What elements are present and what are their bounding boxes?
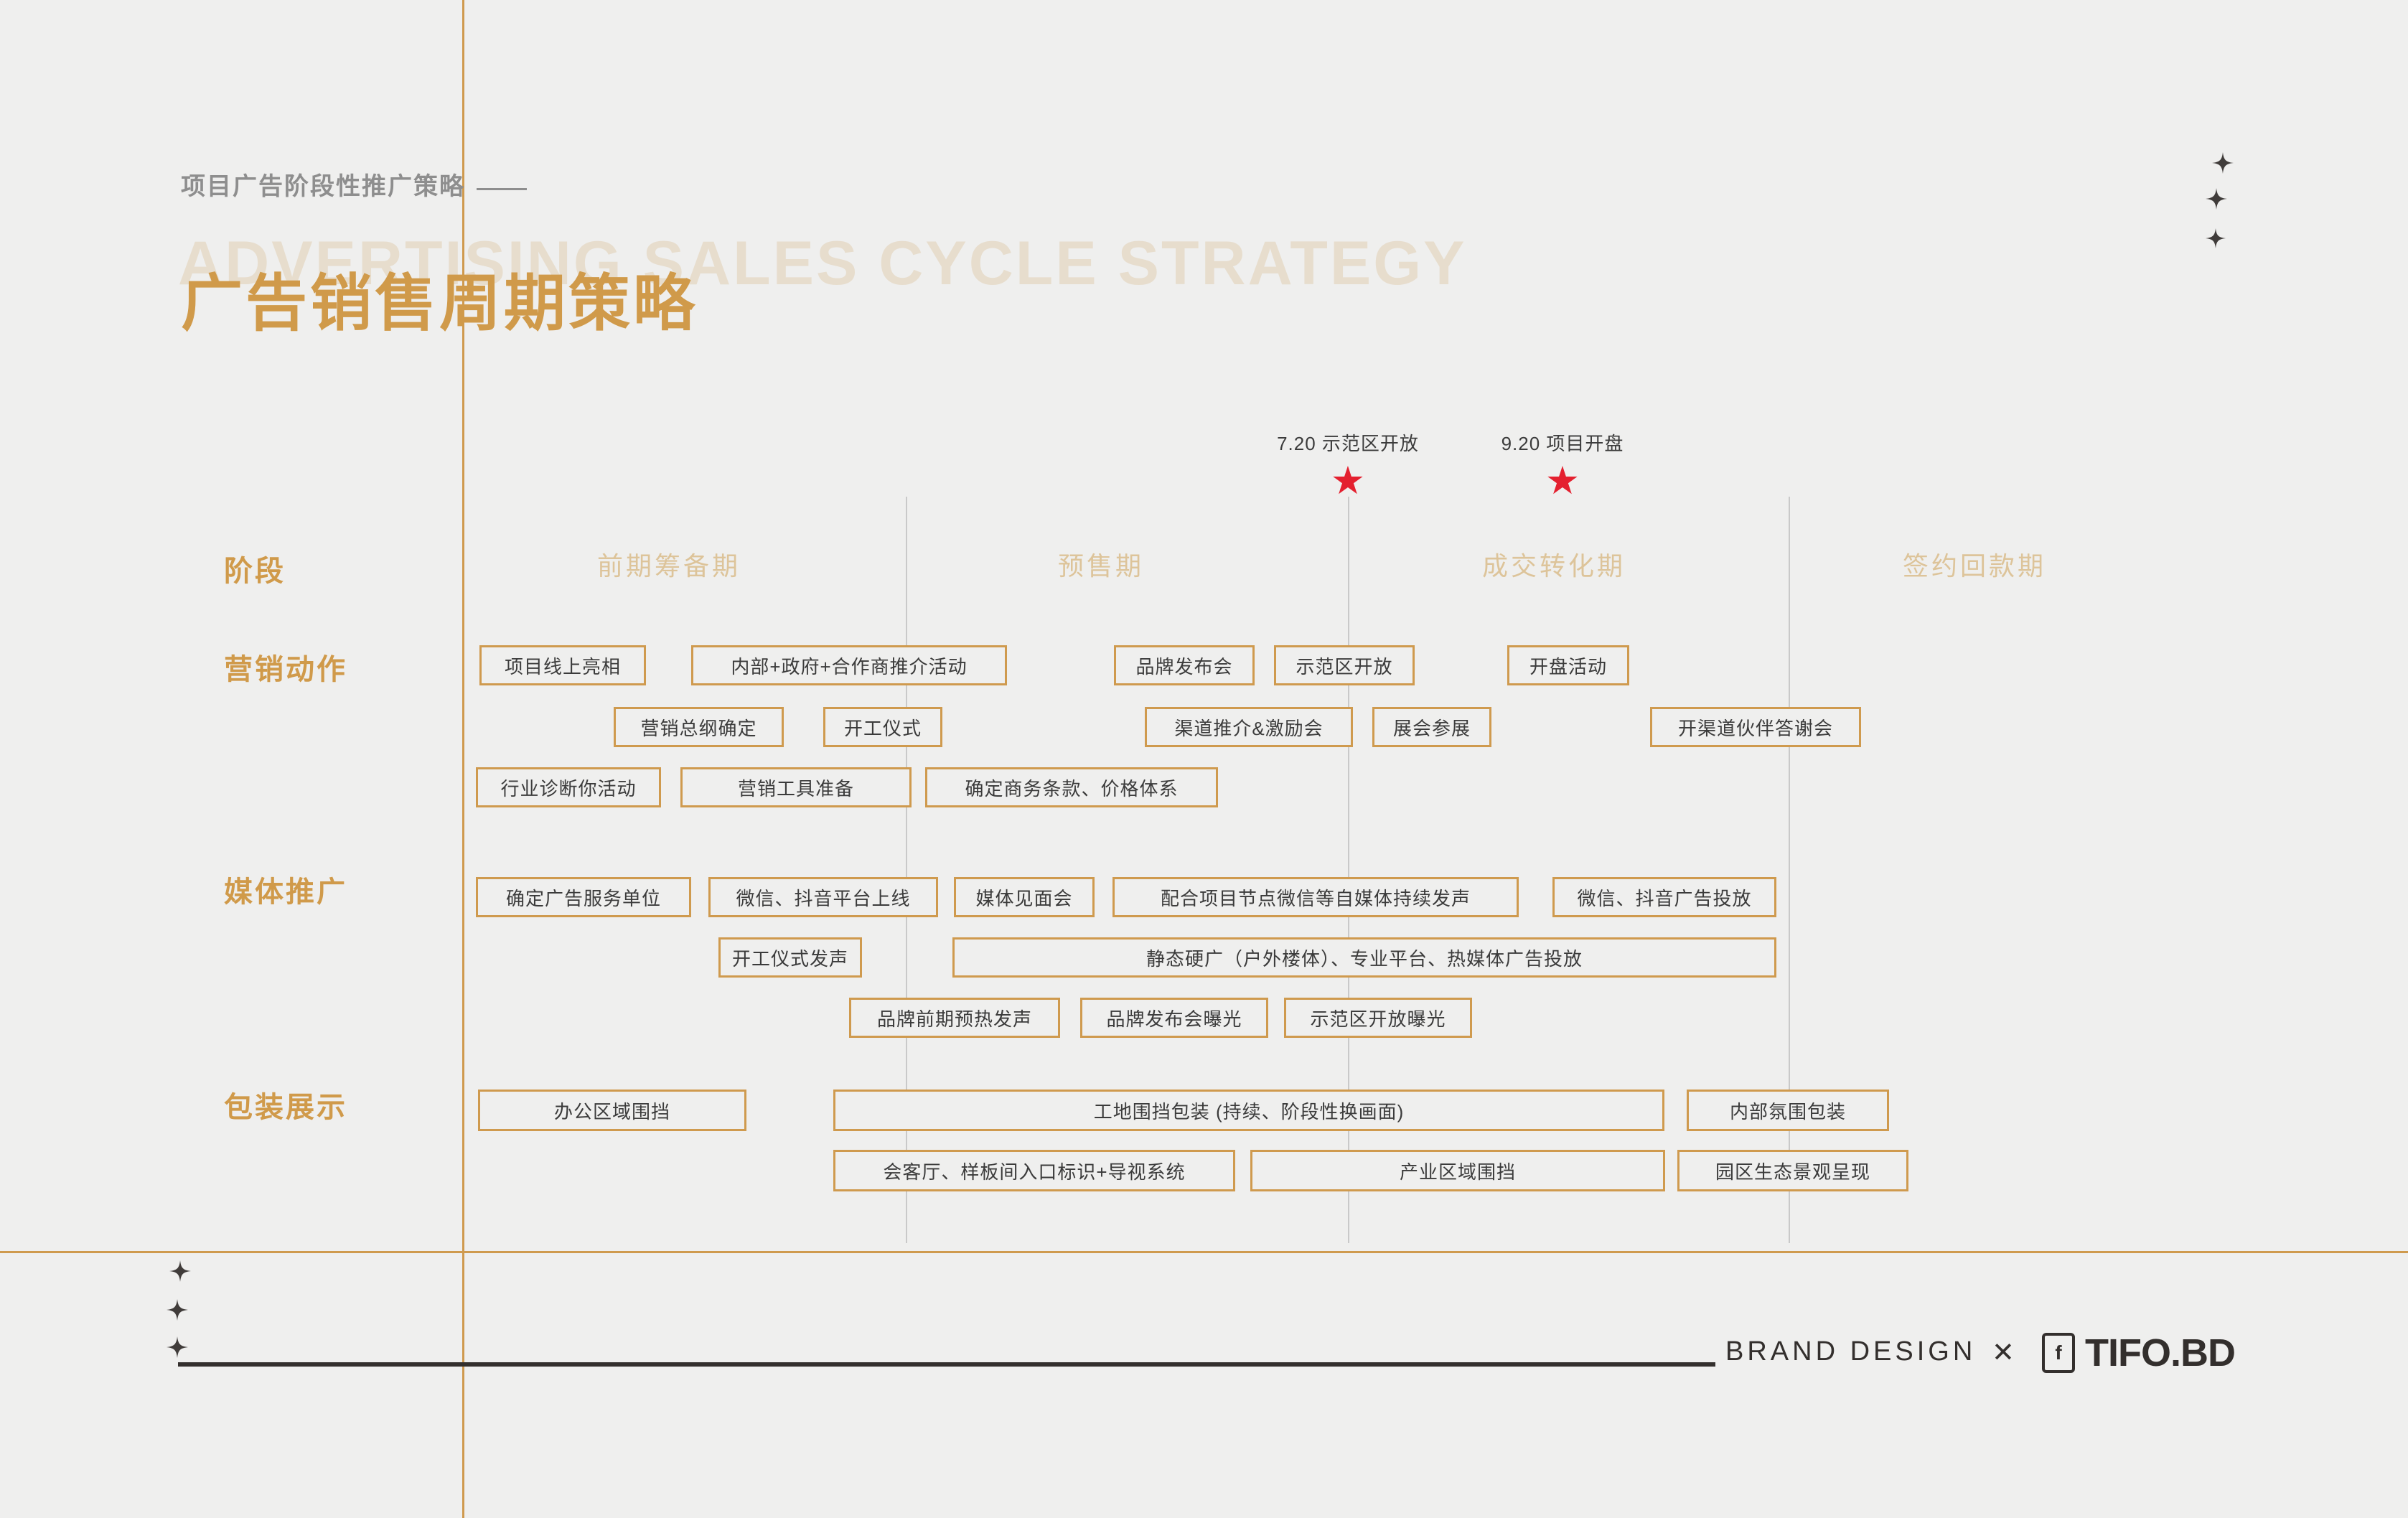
phase-label: 预售期 bbox=[1058, 551, 1145, 581]
activity-box[interactable]: 项目线上亮相 bbox=[479, 645, 646, 685]
star-icon: ★ bbox=[1545, 459, 1580, 502]
phase-label: 签约回款期 bbox=[1903, 551, 2047, 581]
activity-box[interactable]: 媒体见面会 bbox=[954, 877, 1095, 917]
phase-label: 前期筹备期 bbox=[597, 551, 741, 581]
row-title: 阶段 bbox=[224, 556, 286, 587]
activity-box[interactable]: 营销总纲确定 bbox=[614, 707, 784, 747]
activity-box[interactable]: 配合项目节点微信等自媒体持续发声 bbox=[1112, 877, 1519, 917]
activity-box[interactable]: 开工仪式发声 bbox=[718, 937, 862, 978]
star-icon: ★ bbox=[1330, 459, 1366, 502]
activity-box[interactable]: 确定广告服务单位 bbox=[476, 877, 691, 917]
sparkle-icon bbox=[167, 1336, 188, 1358]
activity-box[interactable]: 展会参展 bbox=[1372, 707, 1491, 747]
activity-box[interactable]: 品牌发布会 bbox=[1114, 645, 1255, 685]
sparkle-icon bbox=[2206, 228, 2226, 248]
row-title: 包装展示 bbox=[224, 1092, 347, 1123]
brand-design-label: BRAND DESIGN bbox=[1725, 1336, 1977, 1367]
activity-box[interactable]: 渠道推介&激励会 bbox=[1145, 707, 1353, 747]
row-title: 媒体推广 bbox=[224, 876, 347, 908]
sparkle-icon bbox=[169, 1260, 191, 1282]
activity-box[interactable]: 开盘活动 bbox=[1507, 645, 1629, 685]
vertical-accent-rule bbox=[462, 0, 464, 1252]
activity-box[interactable]: 微信、抖音广告投放 bbox=[1552, 877, 1776, 917]
activity-box[interactable]: 开工仪式 bbox=[823, 707, 942, 747]
kicker-text: 项目广告阶段性推广策略 bbox=[181, 173, 465, 200]
cross-icon: ✕ bbox=[1992, 1338, 2015, 1368]
logo-wordmark: TIFO.BD bbox=[2085, 1331, 2236, 1374]
activity-box[interactable]: 营销工具准备 bbox=[680, 767, 912, 807]
activity-box[interactable]: 办公区域围挡 bbox=[478, 1090, 746, 1131]
logo-mark-icon: f bbox=[2042, 1333, 2075, 1373]
vertical-accent-rule-lower bbox=[462, 1252, 464, 1518]
footer-rule bbox=[178, 1362, 1715, 1367]
activity-box[interactable]: 工地围挡包装 (持续、阶段性换画面) bbox=[833, 1090, 1664, 1131]
activity-box[interactable]: 确定商务条款、价格体系 bbox=[925, 767, 1218, 807]
page-kicker: 项目广告阶段性推广策略 bbox=[181, 167, 527, 202]
sparkle-icon bbox=[2206, 188, 2227, 210]
activity-box[interactable]: 示范区开放 bbox=[1274, 645, 1415, 685]
activity-box[interactable]: 会客厅、样板间入口标识+导视系统 bbox=[833, 1150, 1235, 1191]
activity-box[interactable]: 微信、抖音平台上线 bbox=[708, 877, 938, 917]
horizontal-accent-rule bbox=[0, 1251, 2408, 1253]
activity-box[interactable]: 内部氛围包装 bbox=[1687, 1090, 1889, 1131]
timeline-gridline bbox=[1789, 497, 1790, 1243]
page-title: 广告销售周期策略 bbox=[181, 269, 698, 338]
activity-box[interactable]: 产业区域围挡 bbox=[1250, 1150, 1665, 1191]
activity-box[interactable]: 开渠道伙伴答谢会 bbox=[1650, 707, 1861, 747]
timeline-gridline bbox=[906, 497, 907, 1243]
activity-box[interactable]: 园区生态景观呈现 bbox=[1677, 1150, 1908, 1191]
milestone-marker: 9.20 项目开盘 ★ bbox=[1433, 429, 1692, 500]
milestone-marker: 7.20 示范区开放 ★ bbox=[1219, 429, 1477, 500]
activity-box[interactable]: 内部+政府+合作商推介活动 bbox=[691, 645, 1007, 685]
phase-label: 成交转化期 bbox=[1482, 551, 1626, 581]
row-title: 营销动作 bbox=[224, 654, 347, 685]
tifo-logo: f TIFO.BD bbox=[2042, 1331, 2236, 1375]
kicker-dash bbox=[477, 188, 527, 190]
timeline-gridline bbox=[1348, 497, 1349, 1243]
milestone-label: 7.20 示范区开放 bbox=[1277, 433, 1419, 454]
activity-box[interactable]: 静态硬广（户外楼体）、专业平台、热媒体广告投放 bbox=[952, 937, 1776, 978]
sparkle-icon bbox=[167, 1299, 188, 1321]
milestone-label: 9.20 项目开盘 bbox=[1501, 433, 1624, 454]
activity-box[interactable]: 示范区开放曝光 bbox=[1284, 998, 1472, 1038]
activity-box[interactable]: 行业诊断你活动 bbox=[476, 767, 661, 807]
activity-box[interactable]: 品牌前期预热发声 bbox=[849, 998, 1060, 1038]
ghost-title: ADVERTISING SALES CYCLE STRATEGY bbox=[178, 229, 1467, 298]
activity-box[interactable]: 品牌发布会曝光 bbox=[1080, 998, 1268, 1038]
sparkle-icon bbox=[2212, 152, 2234, 174]
